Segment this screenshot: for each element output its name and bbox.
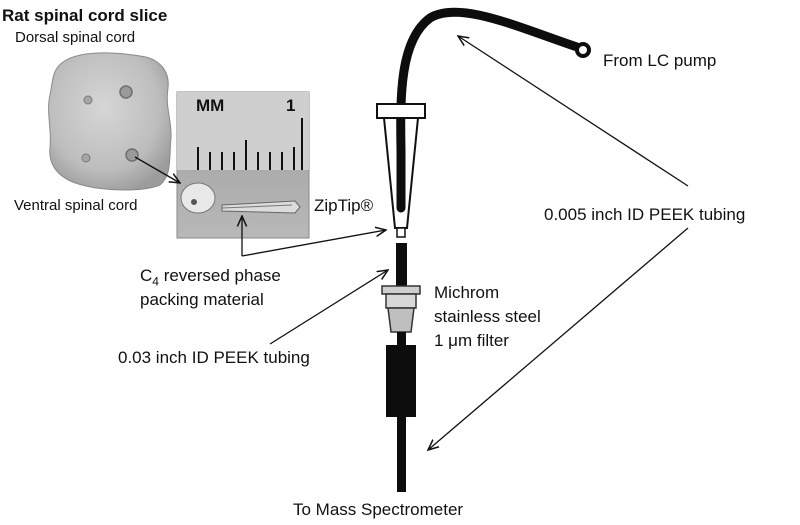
lc-pump-tubing <box>396 7 585 213</box>
to-mass-spec-label: To Mass Spectrometer <box>293 500 464 519</box>
tubing-sleeve <box>386 345 416 417</box>
arrow-slice-zoom <box>134 156 180 183</box>
peek-005-label: 0.005 inch ID PEEK tubing <box>544 205 746 224</box>
peek-003-tubing-upper <box>396 243 407 287</box>
c4-subscript: 4 <box>152 274 159 289</box>
from-lc-pump-label: From LC pump <box>603 51 717 70</box>
michrom-filter-icon <box>381 285 421 333</box>
michrom-label-2: stainless steel <box>434 307 541 326</box>
michrom-label-3: 1 μm filter <box>434 331 509 350</box>
ruler-mark-label: 1 <box>286 96 295 115</box>
ziptip-label: ZipTip® <box>314 196 374 215</box>
arrow-peek005-top <box>458 36 689 187</box>
packing-label: packing material <box>140 290 264 309</box>
arrow-c4-ziptip <box>241 230 386 257</box>
arrow-peek005-bottom <box>428 227 689 450</box>
dorsal-label: Dorsal spinal cord <box>15 29 136 46</box>
tubing-to-ms <box>397 417 406 492</box>
michrom-label-1: Michrom <box>434 283 500 302</box>
tubing-end <box>575 42 591 58</box>
c4-rest: reversed phase <box>158 266 281 285</box>
ziptip-icon <box>376 103 426 238</box>
arrow-peek003 <box>269 270 388 345</box>
ruler-photo: MM 1 <box>176 91 310 239</box>
tubing-segment <box>397 332 406 345</box>
callout-arrows <box>134 36 689 450</box>
ruler-unit-label: MM <box>196 96 224 115</box>
ruler-ticks <box>197 118 303 170</box>
ventral-label: Ventral spinal cord <box>14 197 138 214</box>
c4-label: C4 reversed phase <box>140 266 281 291</box>
peek-003-label: 0.03 inch ID PEEK tubing <box>118 348 310 367</box>
c4-prefix: C <box>140 266 153 285</box>
spinal-cord-slice-image <box>48 52 172 191</box>
title-label: Rat spinal cord slice <box>2 6 168 25</box>
